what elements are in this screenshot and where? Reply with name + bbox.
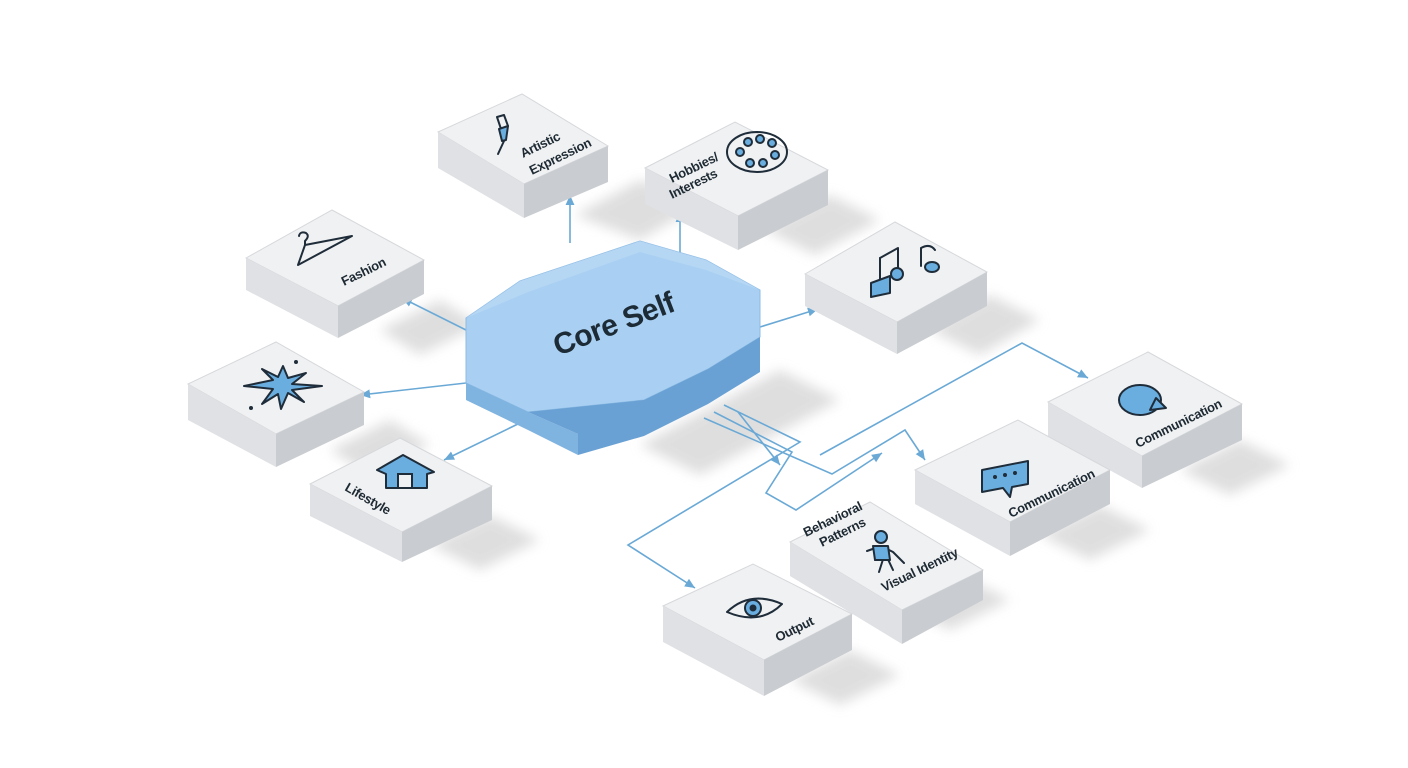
node-fashion[interactable]: Fashion: [244, 209, 426, 338]
box-left: [663, 606, 764, 696]
box-left: [438, 132, 524, 218]
node-output[interactable]: Output: [661, 563, 854, 696]
box-left: [310, 484, 402, 562]
hanger-icon: [297, 231, 353, 266]
box-right: [276, 392, 364, 467]
box-right: [402, 486, 492, 562]
connector-starburst: [359, 382, 467, 399]
chat-dots-icon: [981, 460, 1029, 498]
house-icon: [376, 454, 435, 489]
connector-output: [626, 404, 802, 589]
node-artistic-expression[interactable]: Artistic Expression: [436, 93, 610, 218]
box-left: [246, 258, 338, 338]
node-communication-right[interactable]: Communication: [1046, 351, 1244, 488]
box-right: [902, 570, 983, 644]
box-left: [1048, 402, 1142, 488]
box-left: [188, 384, 276, 467]
paintbrush-icon: [496, 114, 509, 155]
box-right: [1010, 470, 1110, 556]
music-note-icon: [870, 244, 940, 298]
box-right: [897, 272, 987, 354]
box-right: [524, 146, 608, 218]
box-right: [1142, 404, 1242, 488]
node-behavioral-patterns[interactable]: Behavioral Patterns Visual Identity: [788, 498, 985, 644]
node-lifestyle[interactable]: Lifestyle: [308, 437, 494, 562]
connector-behavioral: [713, 411, 883, 511]
box-left: [645, 168, 738, 250]
core-facet: [466, 241, 760, 318]
connectors: [359, 195, 1089, 589]
palette-icon: [726, 131, 788, 173]
node-music[interactable]: [803, 221, 989, 354]
connector-fashion: [401, 297, 467, 331]
connector-communication-center: [703, 417, 926, 475]
box-right: [738, 170, 828, 250]
box-left: [790, 542, 902, 644]
starburst-icon: [243, 360, 323, 410]
core-front: [528, 337, 760, 455]
connector-music: [759, 307, 819, 328]
node-starburst[interactable]: [186, 341, 366, 467]
connector-lifestyle: [443, 421, 523, 461]
speech-bubble-icon: [1118, 384, 1167, 416]
box-right: [764, 614, 852, 696]
eye-icon: [726, 597, 783, 619]
box-left: [805, 274, 897, 354]
connector-visual: [737, 411, 781, 466]
connector-communication-right: [819, 342, 1089, 456]
node-hobbies-interests[interactable]: Hobbies/ Interests: [643, 121, 830, 250]
node-communication-center[interactable]: Communication: [913, 419, 1112, 556]
box-left: [915, 470, 1010, 556]
core-left: [466, 383, 578, 455]
core-self-node[interactable]: Core Self: [465, 240, 761, 455]
walking-person-icon: [866, 530, 905, 573]
box-right: [338, 260, 424, 338]
